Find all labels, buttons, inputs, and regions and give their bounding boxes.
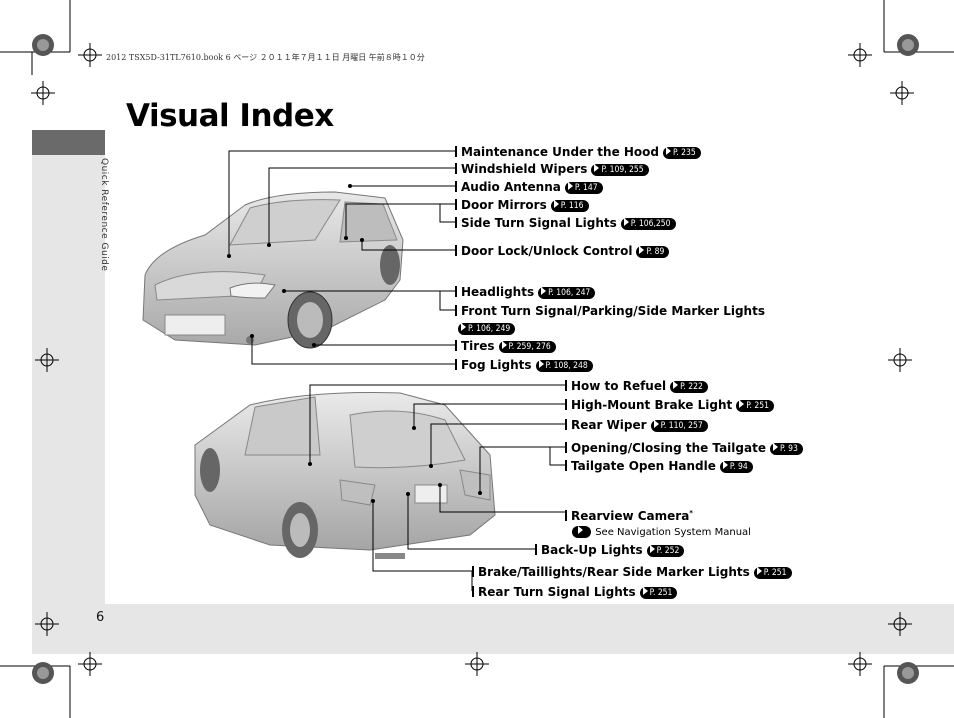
arrow-icon [461,323,466,331]
footnote-mark: * [689,509,693,517]
label-text: Opening/Closing the Tailgate [571,441,766,455]
arrow-icon [553,200,559,208]
label-text: Front Turn Signal/Parking/Side Marker Li… [461,304,765,318]
arrow-icon [538,360,544,368]
label-text: Side Turn Signal Lights [461,216,617,230]
page-ref[interactable]: P. 106, 247 [538,287,596,299]
label-rearview-camera[interactable]: Rearview Camera* [565,506,693,523]
arrow-icon [666,147,672,155]
arrow-icon [653,420,659,428]
page-ref[interactable]: P. 106, 249 [458,323,516,335]
page-ref[interactable]: P. 108, 248 [535,360,593,372]
arrow-icon [567,182,573,190]
label-front-turn-signal-ref[interactable]: P. 106, 249 [458,321,516,335]
page-ref[interactable]: P. 94 [719,461,753,473]
print-header: 2012 TSX5D-31TL7610.book 6 ページ ２０１１年７月１１… [106,53,425,62]
page-ref[interactable]: P. 110, 257 [650,420,708,432]
arrow-icon [578,526,583,534]
page-ref[interactable]: P. 259, 276 [498,341,556,353]
arrow-icon [541,287,547,295]
arrow-icon [594,164,600,172]
label-text: Rearview Camera [571,509,690,523]
arrow-icon [673,381,679,389]
page-ref[interactable]: P. 251 [639,587,678,599]
arrow-icon [639,246,645,254]
label-text: See Navigation System Manual [595,527,751,538]
arrow-icon [756,567,762,575]
arrow-icon [739,400,745,408]
label-text: Door Lock/Unlock Control [461,244,633,258]
arrow-icon [649,545,655,553]
arrow-icon [642,587,648,595]
label-text: Rear Turn Signal Lights [478,585,636,599]
page-ref[interactable]: P. 252 [646,545,685,557]
page-ref[interactable]: P. 147 [564,182,603,194]
nav-ref-icon[interactable] [572,526,591,538]
section-label: Quick Reference Guide [99,158,109,272]
arrow-icon [501,341,507,349]
section-tab [32,130,105,155]
label-text: Brake/Taillights/Rear Side Marker Lights [478,565,750,579]
label-text: How to Refuel [571,379,667,393]
page-ref[interactable]: P. 106,250 [620,218,676,230]
label-text: Maintenance Under the Hood [461,145,660,159]
page-number: 6 [96,610,105,625]
page-ref[interactable]: P. 251 [753,567,792,579]
label-text: Tailgate Open Handle [571,459,716,473]
page-title: Visual Index [126,98,334,134]
arrow-icon [772,443,778,451]
label-text: Fog Lights [461,358,532,372]
label-navigation-manual[interactable]: See Navigation System Manual [572,524,751,540]
label-brake-taillights[interactable]: Brake/Taillights/Rear Side Marker Lights… [472,565,792,579]
label-text: Door Mirrors [461,198,547,212]
label-text: High-Mount Brake Light [571,398,733,412]
page-ref[interactable]: P. 109, 255 [591,164,649,176]
front-car-illustration [142,191,404,349]
label-text: Headlights [461,285,535,299]
page-ref[interactable]: P. 222 [670,381,708,393]
page-ref[interactable]: P. 89 [636,246,670,258]
page-ref[interactable]: P. 116 [550,200,589,212]
label-text: Tires [461,339,495,353]
page-ref[interactable]: P. 251 [736,400,774,412]
label-text: Rear Wiper [571,418,647,432]
label-text: Windshield Wipers [461,162,588,176]
page-ref[interactable]: P. 93 [769,443,803,455]
arrow-icon [623,218,629,226]
page-ref[interactable]: P. 235 [663,147,701,159]
arrow-icon [722,461,728,469]
rear-car-illustration [194,392,496,559]
label-text: Back-Up Lights [541,543,643,557]
label-front-turn-signal[interactable]: Front Turn Signal/Parking/Side Marker Li… [455,304,765,318]
label-text: Audio Antenna [461,180,561,194]
